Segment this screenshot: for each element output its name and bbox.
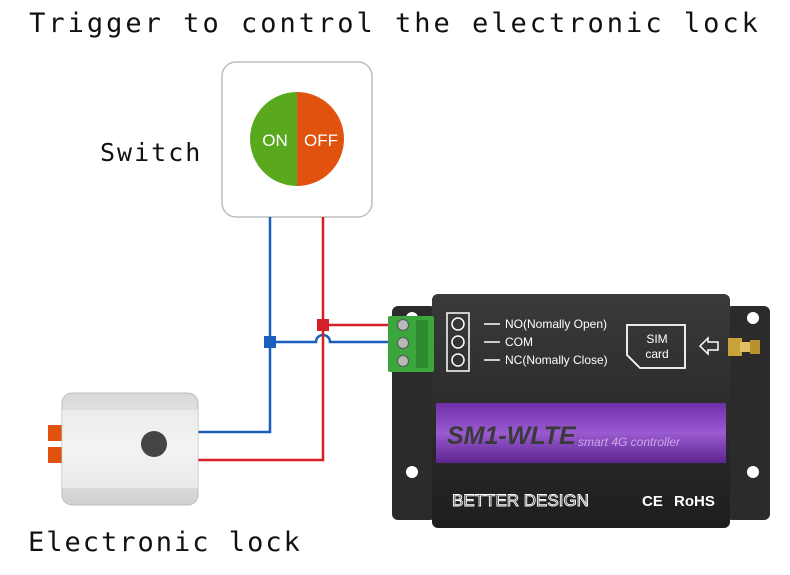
diagram-title: Trigger to control the electronic lock [29,8,761,39]
lock-label: Electronic lock [28,527,302,558]
switch[interactable]: ON OFF [221,61,373,218]
sm1-wlte-controller: NO(Nomally Open) COM NC(Nomally Close) S… [388,294,770,528]
model-tagline: smart 4G controller [578,435,681,449]
switch-on-half[interactable] [250,92,297,186]
sim-insert-arrow-icon [698,336,719,356]
terminal-com-label: COM [505,335,533,349]
lock-keyhole [141,431,167,457]
electronic-lock [48,392,199,506]
switch-label: Switch [100,138,203,167]
wires [198,217,395,462]
model-panel [436,403,726,463]
terminal-no-label: NO(Nomally Open) [505,317,607,331]
mount-hole [747,466,759,478]
blue-branch-wire [270,333,395,344]
model-name: SM1-WLTE [447,422,577,450]
sim-card-label: card [645,347,668,361]
brand-name: BETTER DESIGN [452,491,589,510]
mount-hole [406,466,418,478]
red-wire [198,217,325,462]
blue-wire [198,217,272,434]
switch-off-half[interactable] [297,92,344,186]
mount-hole [747,312,759,324]
red-junction [317,319,329,331]
terminal-block[interactable] [388,316,434,372]
sim-card-slot[interactable]: SIM card [626,324,719,369]
rohs-mark: RoHS [674,493,715,510]
sim-label: SIM [646,332,667,346]
switch-off-text: OFF [304,131,338,150]
antenna-connector[interactable] [728,338,760,356]
terminal-nc-label: NC(Nomally Close) [505,353,608,367]
switch-on-text: ON [262,131,288,150]
blue-junction [264,336,276,348]
ce-mark: CE [642,493,663,510]
